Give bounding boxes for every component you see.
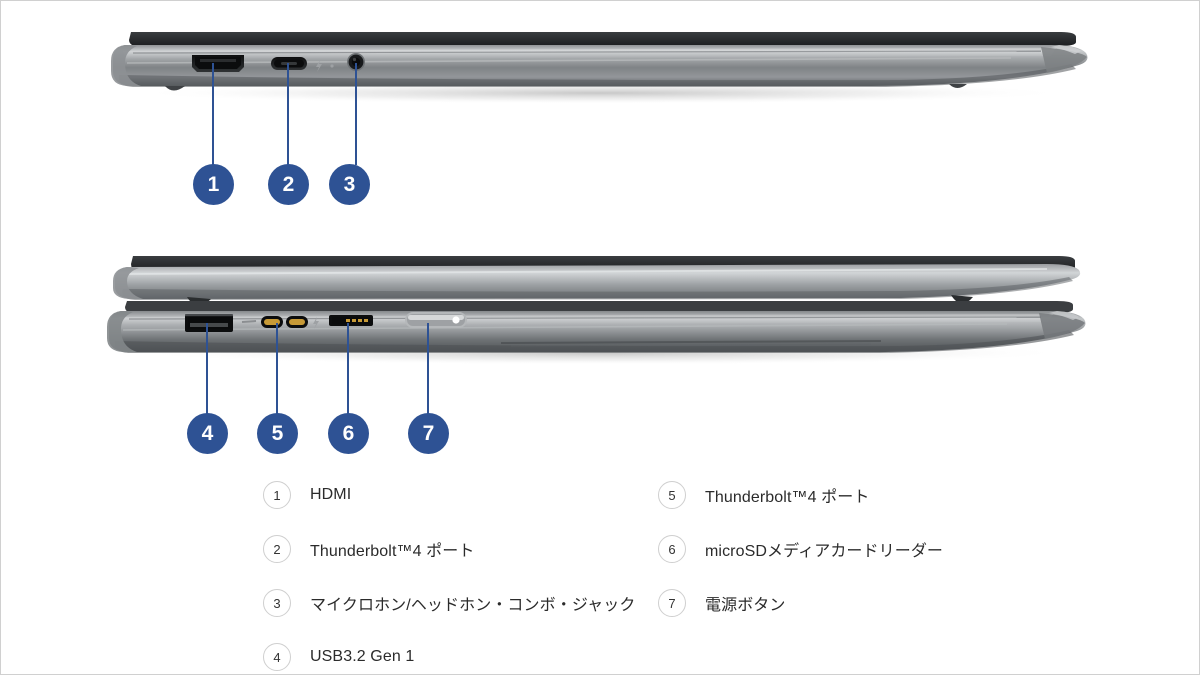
- legend-badge-7: 7: [658, 589, 686, 617]
- leader-line-3: [355, 63, 357, 165]
- callout-pin-2[interactable]: 2: [268, 164, 309, 205]
- callout-pin-5[interactable]: 5: [257, 413, 298, 454]
- legend-label-6: microSDメディアカードリーダー: [705, 543, 944, 560]
- callout-pin-label: 4: [201, 422, 214, 445]
- leader-line-5: [276, 323, 278, 415]
- legend-item-4[interactable]: 4 USB3.2 Gen 1: [263, 635, 635, 674]
- leader-line-6: [347, 323, 349, 415]
- usb-a-port: [185, 314, 233, 332]
- legend-column-left: 1 HDMI 2 Thunderbolt™4 ポート 3 マイクロホン/ヘッドホ…: [263, 473, 635, 674]
- callout-pin-1[interactable]: 1: [193, 164, 234, 205]
- leader-line-4: [206, 323, 208, 415]
- legend-badge-4: 4: [263, 643, 291, 671]
- legend-label-4: USB3.2 Gen 1: [310, 648, 415, 665]
- usb-c-thunderbolt-port-2: [286, 316, 308, 328]
- hinge-cap-2: [113, 267, 143, 299]
- callout-pin-3[interactable]: 3: [329, 164, 370, 205]
- legend-badge-number: 3: [273, 595, 281, 611]
- callout-pin-4[interactable]: 4: [187, 413, 228, 454]
- legend-badge-number: 4: [273, 649, 281, 665]
- legend-item-5[interactable]: 5 Thunderbolt™4 ポート: [658, 473, 943, 517]
- lid-edge: [129, 32, 1076, 48]
- legend-badge-5: 5: [658, 481, 686, 509]
- callout-pin-7[interactable]: 7: [408, 413, 449, 454]
- legend-badge-3: 3: [263, 589, 291, 617]
- leader-line-2: [287, 63, 289, 165]
- legend-label-5: Thunderbolt™4 ポート: [705, 489, 870, 506]
- headphone-jack-top: [347, 53, 365, 71]
- microsd-card-slot: [329, 315, 373, 326]
- legend-badge-number: 6: [668, 541, 676, 557]
- port-marking-dot: [330, 64, 334, 68]
- legend-label-2: Thunderbolt™4 ポート: [310, 543, 475, 560]
- legend-label-7: 電源ボタン: [705, 597, 786, 614]
- leader-line-1: [212, 63, 214, 165]
- callout-pin-label: 2: [282, 173, 295, 196]
- base-hinge-cap: [107, 311, 137, 352]
- leader-line-7: [427, 323, 429, 415]
- callout-pin-label: 3: [343, 173, 356, 196]
- legend-label-3: マイクロホン/ヘッドホン・コンボ・ジャック: [310, 597, 636, 614]
- thunderbolt-glyph: [316, 60, 322, 72]
- thunderbolt-glyph-2: [313, 317, 319, 329]
- legend-badge-number: 7: [668, 595, 676, 611]
- callout-pin-label: 6: [342, 422, 355, 445]
- legend-item-6[interactable]: 6 microSDメディアカードリーダー: [658, 527, 943, 571]
- callout-pin-label: 5: [271, 422, 284, 445]
- legend-badge-2: 2: [263, 535, 291, 563]
- hdmi-port: [192, 55, 244, 72]
- legend-badge-6: 6: [658, 535, 686, 563]
- vent-grille: [500, 340, 882, 347]
- callout-pin-label: 7: [422, 422, 435, 445]
- legend-label-1: HDMI: [310, 486, 352, 503]
- legend-column-right: 5 Thunderbolt™4 ポート 6 microSDメディアカードリーダー…: [658, 473, 943, 635]
- legend-badge-1: 1: [263, 481, 291, 509]
- callout-pin-6[interactable]: 6: [328, 413, 369, 454]
- legend-badge-number: 5: [668, 487, 676, 503]
- legend-item-3[interactable]: 3 マイクロホン/ヘッドホン・コンボ・ジャック: [263, 581, 635, 625]
- laptop-top-view-group: [111, 26, 1199, 104]
- rubber-foot: [165, 86, 185, 91]
- callout-pin-label: 1: [207, 173, 220, 196]
- port-marking: [241, 320, 257, 323]
- legend-item-2[interactable]: 2 Thunderbolt™4 ポート: [263, 527, 635, 571]
- usb-c-thunderbolt-port-top: [271, 57, 307, 70]
- power-led: [452, 316, 460, 324]
- laptop-bottom-view-group: [107, 249, 1199, 365]
- legend-item-7[interactable]: 7 電源ボタン: [658, 581, 943, 625]
- legend-badge-number: 2: [273, 541, 281, 557]
- power-button: [405, 312, 467, 328]
- hinge-cap: [111, 45, 141, 86]
- usb-c-thunderbolt-port-1: [261, 316, 283, 328]
- legend-item-1[interactable]: 1 HDMI: [263, 473, 635, 517]
- legend-badge-number: 1: [273, 487, 281, 503]
